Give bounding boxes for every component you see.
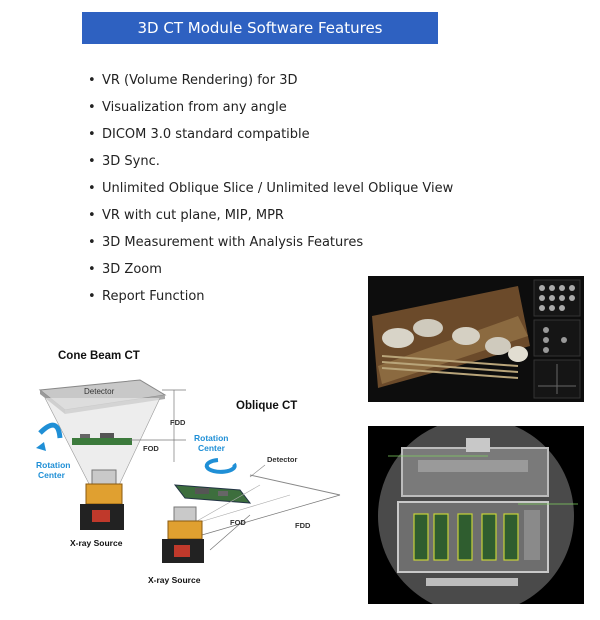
bullet-icon: • (88, 127, 96, 142)
bullet-icon: • (88, 262, 96, 277)
oblique-xray-machine (173, 506, 197, 522)
xray-source-machine (91, 469, 117, 485)
feature-item: •VR (Volume Rendering) for 3D (88, 67, 453, 94)
bullet-icon: • (88, 100, 96, 115)
fod-label: FOD (143, 444, 159, 453)
oblique-xray-source-label: X-ray Source (148, 575, 201, 585)
detector-label: Detector (84, 387, 115, 396)
feature-item: •3D Sync. (88, 148, 453, 175)
feature-item: •3D Measurement with Analysis Features (88, 229, 453, 256)
bullet-icon: • (88, 73, 96, 88)
bullet-icon: • (88, 235, 96, 250)
oblique-detector-label: Detector (267, 455, 298, 464)
oblique-rotation-arrow-icon (204, 458, 237, 474)
feature-item: •3D Zoom (88, 256, 453, 283)
oblique-fdd-label: FDD (295, 521, 311, 530)
feature-list: •VR (Volume Rendering) for 3D •Visualiza… (88, 67, 453, 310)
feature-item: •VR with cut plane, MIP, MPR (88, 202, 453, 229)
ct-slice-screenshot (368, 426, 584, 604)
feature-item: •Unlimited Oblique Slice / Unlimited lev… (88, 175, 453, 202)
rotation-arrow-icon (38, 422, 63, 439)
xray-cone (45, 398, 160, 515)
bullet-icon: • (88, 181, 96, 196)
bullet-icon: • (88, 289, 96, 304)
feature-item: •DICOM 3.0 standard compatible (88, 121, 453, 148)
feature-item: •Visualization from any angle (88, 94, 453, 121)
oblique-fod-label: FOD (230, 518, 246, 527)
bullet-icon: • (88, 208, 96, 223)
fdd-label: FDD (170, 418, 186, 427)
cone-beam-heading: Cone Beam CT (58, 350, 140, 362)
oblique-pcb-sample (173, 484, 252, 504)
oblique-ct-heading: Oblique CT (236, 400, 298, 412)
bullet-icon: • (88, 154, 96, 169)
xray-source-label: X-ray Source (70, 538, 123, 548)
title-banner: 3D CT Module Software Features (82, 12, 438, 44)
pcb-sample (72, 438, 132, 445)
feature-item: •Report Function (88, 283, 453, 310)
volume-rendering-screenshot (368, 276, 584, 402)
page-title: 3D CT Module Software Features (137, 19, 383, 37)
